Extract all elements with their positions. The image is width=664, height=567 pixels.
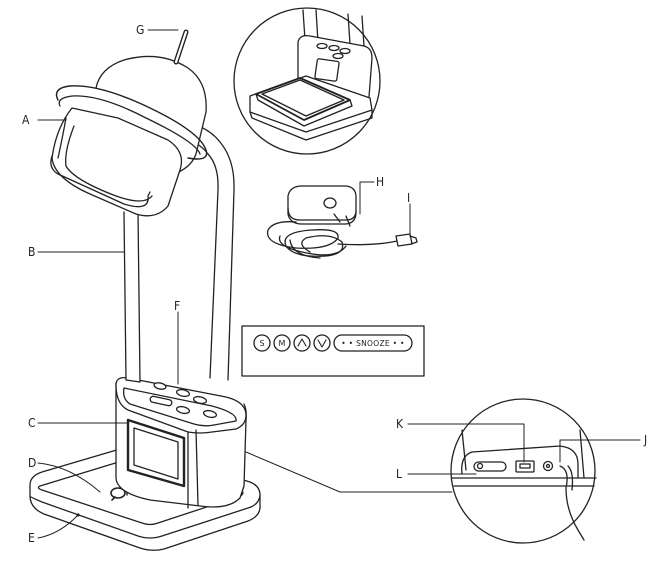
- button-s: S: [253, 334, 271, 352]
- power-adapter: [266, 185, 418, 259]
- lamp-head: [50, 29, 208, 217]
- base-column: [115, 377, 247, 509]
- inset-ports: [450, 398, 597, 544]
- label-b: B: [28, 245, 35, 259]
- inset-phone-charging: [233, 7, 381, 155]
- button-m-label: M: [279, 339, 286, 348]
- label-f: F: [174, 299, 180, 313]
- button-up: [293, 334, 311, 352]
- button-s-label: S: [259, 339, 264, 348]
- label-i: I: [407, 191, 410, 205]
- button-snooze: • • SNOOZE • •: [333, 334, 413, 352]
- label-h: H: [376, 175, 384, 189]
- callout-leaders: [37, 29, 641, 539]
- button-panel: S M • • SNOOZE • •: [241, 325, 425, 377]
- button-m: M: [273, 334, 291, 352]
- label-d: D: [28, 456, 36, 470]
- lamp-main: [29, 29, 261, 551]
- label-a: A: [22, 113, 30, 127]
- button-snooze-label: • • SNOOZE • •: [341, 339, 405, 348]
- label-e: E: [28, 531, 35, 545]
- label-j: J: [643, 433, 647, 447]
- button-down: [313, 334, 331, 352]
- label-k: K: [396, 417, 404, 431]
- label-g: G: [136, 23, 144, 37]
- top-buttons: [149, 382, 218, 419]
- inset-connector-line: [245, 451, 453, 493]
- label-l: L: [396, 467, 402, 481]
- label-c: C: [28, 416, 36, 430]
